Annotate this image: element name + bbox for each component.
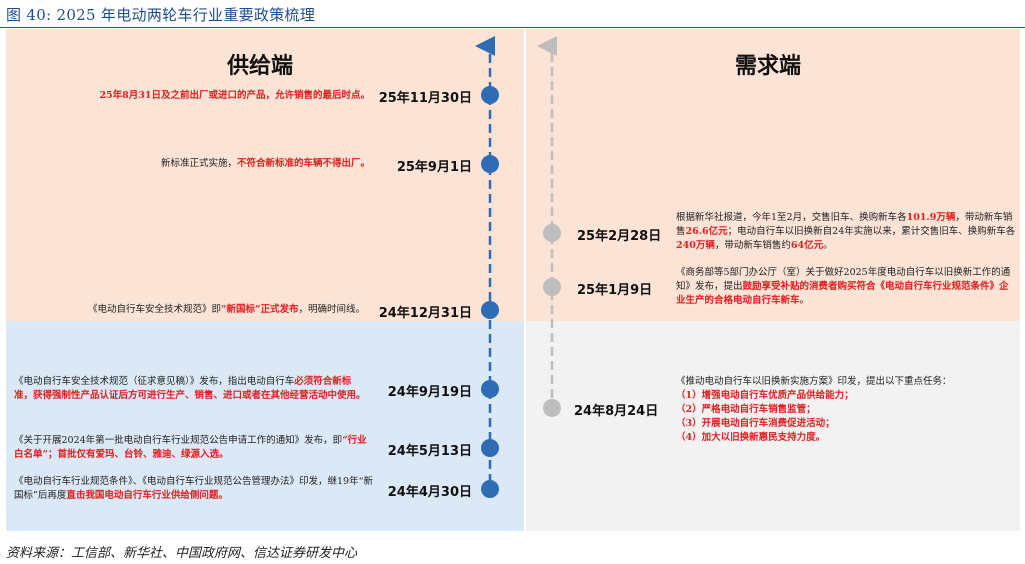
highlight-text: （1）增强电动自行车优质产品供给能力； [676, 390, 854, 401]
demand-title: 需求端 [735, 53, 802, 79]
demand-panel-top [526, 29, 1020, 321]
supply-panel-top [6, 29, 524, 321]
highlight-text: 26.6亿元 [685, 226, 728, 237]
description-text: ，带动新车销售约 [714, 240, 791, 251]
event-date: 24年12月31日 [378, 306, 472, 321]
event-description: 《推动电动自行车以旧换新实施方案》印发，提出以下重点任务： （1）增强电动自行车优… [676, 375, 1016, 445]
highlight-text: 25年8月31日及之前出厂或进口的产品，允许销售的最后时点。 [99, 90, 370, 101]
description-text: 《推动电动自行车以旧换新实施方案》印发，提出以下重点任务： [676, 376, 952, 387]
description-text: 《电动自行车行业规范条件》、《电动自行车行业规范公告管理办法》印发，继19年“新… [14, 476, 373, 501]
timeline-node [481, 301, 499, 319]
highlight-text: 240万辆 [676, 240, 715, 251]
event-date: 25年9月1日 [396, 160, 472, 175]
description-text: ；电动自行车以旧换新自24年实施以来，累计交售旧车、换购新车各 [727, 226, 1016, 237]
event-date: 24年8月24日 [574, 404, 659, 419]
timeline-node [481, 86, 499, 104]
event-date: 25年1月9日 [577, 283, 653, 298]
description-text: 《关于开展2024年第一批电动自行车行业规范公告申请工作的通知》发布，即 [14, 435, 343, 446]
supply-panel-bottom [6, 321, 524, 531]
demand-panel-bottom [526, 321, 1020, 531]
timeline-node [481, 155, 499, 173]
title-rule [0, 27, 1025, 28]
timeline-node [543, 399, 561, 417]
supply-title: 供给端 [227, 53, 294, 79]
event-date: 25年11月30日 [378, 91, 472, 106]
event-description: 《商务部等5部门办公厅（室）关于做好2025年度电动自行车以旧换新工作的通知》发… [676, 266, 1016, 308]
highlight-text: 64亿元 [790, 240, 824, 251]
description-text: 《商务部等5部门办公厅（室）关于做好2025年度电动自行车以旧换新工作的通知》发… [676, 267, 1011, 292]
highlight-text: 必须符合新标准，获得强制性产品认证后方可进行生产、销售、进口或者在其他经营活动中… [14, 376, 366, 401]
highlight-text: “行业白名单” [14, 435, 367, 460]
event-description: 25年8月31日及之前出厂或进口的产品，允许销售的最后时点。 [99, 89, 370, 103]
description-text: ，明确时间线。 [298, 304, 365, 315]
description-text: 。 [799, 295, 810, 306]
event-description: 《电动自行车安全技术规范》即“新国标”正式发布，明确时间线。 [88, 303, 365, 317]
description-text: 。 [823, 240, 833, 251]
highlight-text: ；首批仅有爱玛、台铃、雅迪、绿源入选。 [47, 449, 229, 460]
highlight-text: （3）开展电动自行车消费促进活动； [676, 418, 835, 429]
timeline-node [543, 278, 561, 296]
highlight-text: 鼓励享受补贴的消费者购买符合《电动自行车行业规范条件》企业生产的合格电动自行车新… [676, 281, 1009, 306]
description-text: 《电动自行车安全技术规范》即 [88, 304, 222, 315]
event-description: 《关于开展2024年第一批电动自行车行业规范公告申请工作的通知》发布，即“行业白… [14, 434, 370, 462]
timeline-node [481, 439, 499, 457]
highlight-text: 101.9万辆 [906, 212, 956, 223]
description-text: 《电动自行车安全技术规范（征求意见稿）》发布，指出电动自行车 [14, 376, 295, 387]
highlight-text: 不符合新标准的车辆不得出厂。 [236, 158, 370, 169]
timeline-node [543, 224, 561, 242]
highlight-text: 直击我国电动自行车行业供给侧问题。 [66, 490, 228, 501]
event-description: 根据新华社报道，今年1至2月，交售旧车、换购新车各101.9万辆，带动新车销售2… [676, 211, 1016, 253]
event-date: 25年2月28日 [577, 229, 662, 244]
event-date: 24年9月19日 [387, 385, 472, 400]
description-text: 根据新华社报道，今年1至2月，交售旧车、换购新车各 [676, 212, 907, 223]
description-text: ，带动新车销售 [676, 212, 1013, 237]
highlight-text: （4）加大以旧换新惠民支持力度。 [676, 432, 826, 443]
event-date: 24年5月13日 [387, 444, 472, 459]
figure-title: 图 40: 2025 年电动两轮车行业重要政策梳理 [6, 6, 316, 24]
event-date: 24年4月30日 [387, 485, 472, 500]
timeline-node [481, 480, 499, 498]
event-description: 《电动自行车行业规范条件》、《电动自行车行业规范公告管理办法》印发，继19年“新… [14, 475, 376, 503]
highlight-text: （2）严格电动自行车销售监管； [676, 404, 816, 415]
highlight-text: “新国标”正式发布 [221, 304, 299, 315]
description-text: 新标准正式实施， [160, 158, 237, 169]
event-description: 《电动自行车安全技术规范（征求意见稿）》发布，指出电动自行车必须符合新标准，获得… [14, 375, 370, 403]
source-note: 资料来源：工信部、新华社、中国政府网、信达证券研发中心 [6, 546, 358, 561]
event-description: 新标准正式实施，不符合新标准的车辆不得出厂。 [161, 157, 370, 171]
timeline-node [481, 380, 499, 398]
